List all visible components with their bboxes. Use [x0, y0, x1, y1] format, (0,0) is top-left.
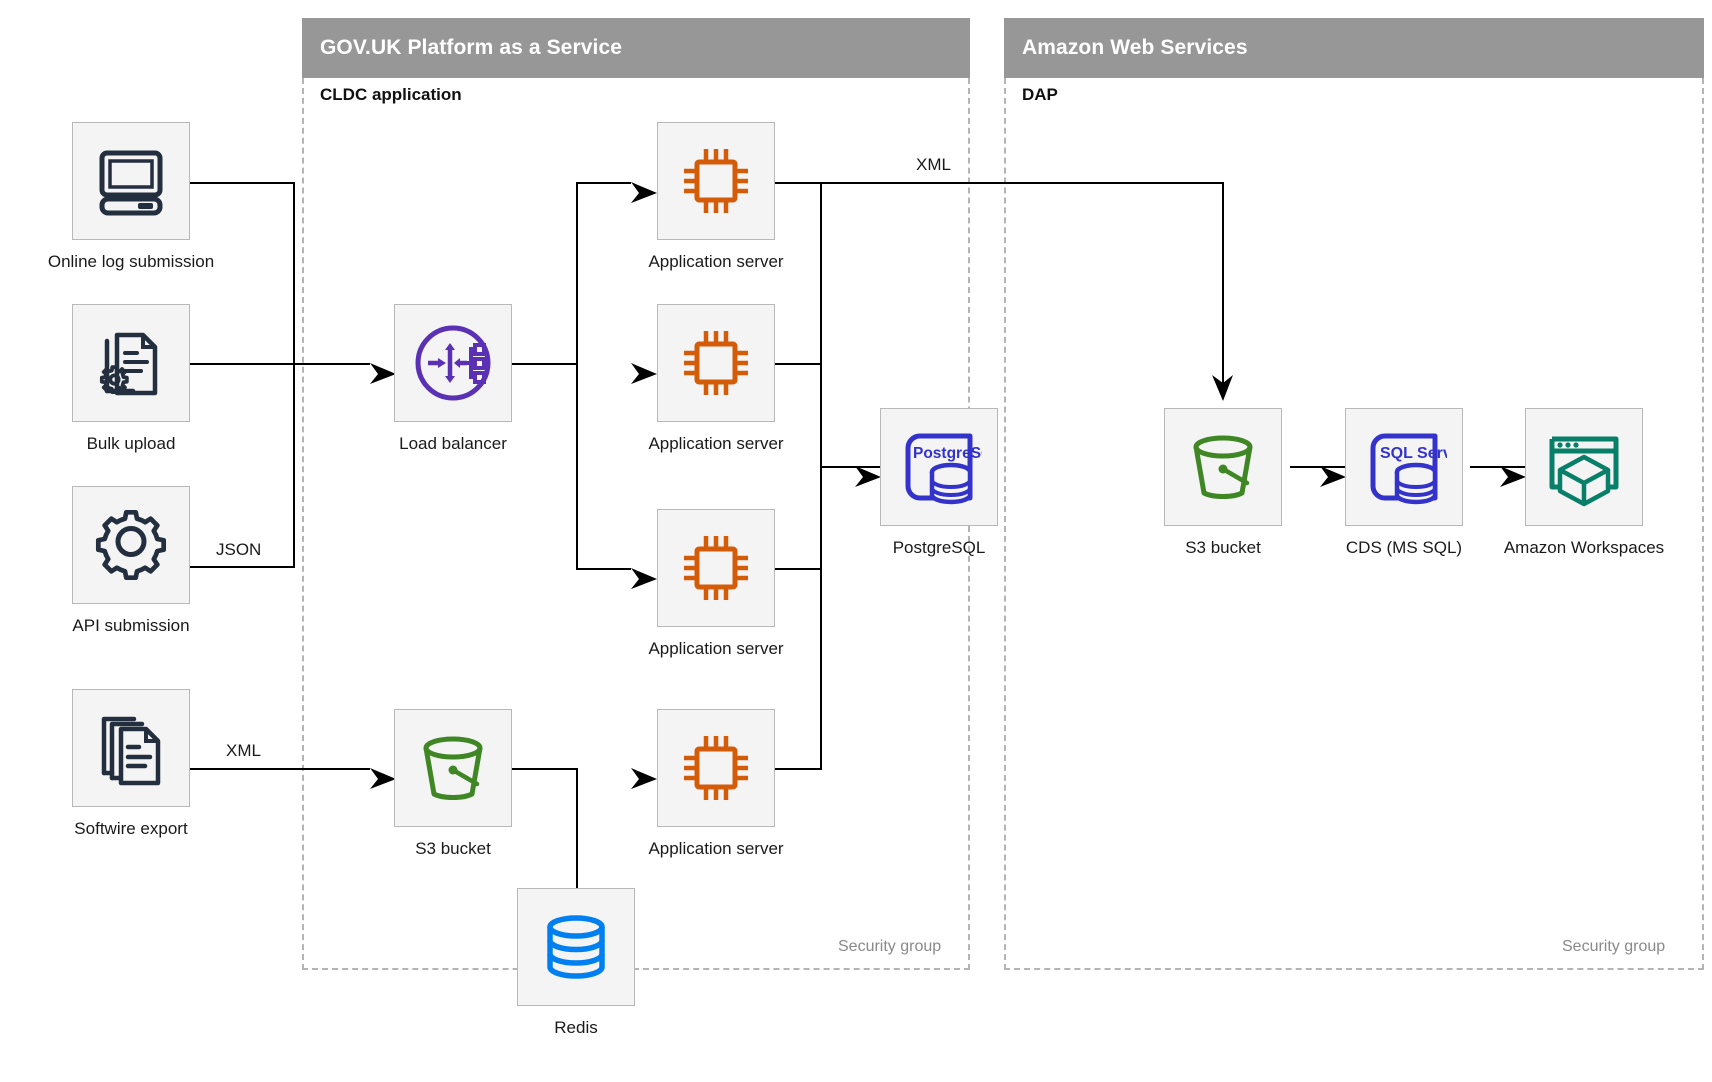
wire-bus-to-app1: [576, 182, 631, 184]
node-box-application-server-1[interactable]: [657, 122, 775, 240]
node-label-application-server-2: Application server: [648, 434, 784, 453]
sql-server-icon-text: SQL Server: [1380, 445, 1447, 462]
node-box-s3-bucket-paas[interactable]: [394, 709, 512, 827]
node-box-bulk-upload[interactable]: [72, 304, 190, 422]
zone-header-aws-label: Amazon Web Services: [1022, 36, 1248, 59]
security-group-label-aws: Security group: [1562, 938, 1666, 955]
node-box-cds-ms-sql[interactable]: SQL Server: [1345, 408, 1463, 526]
node-label-redis: Redis: [554, 1018, 598, 1037]
node-label-api-submission: API submission: [72, 616, 190, 635]
node-box-amazon-workspaces[interactable]: [1525, 408, 1643, 526]
zone-body-paas: [302, 78, 970, 970]
node-label-application-server-1: Application server: [648, 252, 784, 271]
zone-body-aws: [1004, 78, 1704, 970]
wire-xml-to-aws: [692, 182, 1224, 184]
wire-redis-vertical: [576, 768, 578, 888]
edge-label-softwire-xml: XML: [222, 741, 265, 761]
node-label-online-log-submission: Online log submission: [47, 252, 215, 271]
node-box-postgresql[interactable]: PostgreSQL: [880, 408, 998, 526]
gear-icon: [95, 509, 167, 581]
wire-xml-down-to-s3aws: [1222, 182, 1224, 384]
node-label-application-server-3: Application server: [648, 639, 784, 658]
sql-server-icon: SQL Server: [1370, 433, 1447, 505]
node-box-application-server-4[interactable]: [657, 709, 775, 827]
zone-sublabel-cldc: CLDC application: [320, 85, 462, 104]
stacked-documents-icon: [101, 716, 161, 786]
cpu-chip-icon: [684, 736, 748, 800]
node-label-postgresql: PostgreSQL: [892, 538, 986, 557]
wire-lb-to-busline: [512, 363, 577, 365]
node-label-bulk-upload: Bulk upload: [86, 434, 176, 453]
zone-header-aws: Amazon Web Services: [1004, 18, 1704, 78]
postgresql-icon-text: PostgreSQL: [913, 445, 982, 462]
node-box-api-submission[interactable]: [72, 486, 190, 604]
zone-header-paas: GOV.UK Platform as a Service: [302, 18, 970, 78]
node-box-application-server-3[interactable]: [657, 509, 775, 627]
zone-header-paas-label: GOV.UK Platform as a Service: [320, 36, 622, 59]
zone-sublabel-dap: DAP: [1022, 85, 1058, 104]
node-label-s3-bucket-aws: S3 bucket: [1185, 538, 1261, 557]
cpu-chip-icon: [684, 331, 748, 395]
wire-collector-to-postgres: [820, 466, 880, 468]
node-box-application-server-2[interactable]: [657, 304, 775, 422]
node-box-softwire-export[interactable]: [72, 689, 190, 807]
postgresql-icon: PostgreSQL: [905, 433, 982, 505]
wire-s3aws-to-cds: [1290, 466, 1345, 468]
wire-softwire-to-s3: [190, 768, 370, 770]
node-box-load-balancer[interactable]: [394, 304, 512, 422]
cpu-chip-icon: [684, 149, 748, 213]
wire-bulk-upload-to-lb: [190, 363, 370, 365]
wire-online-log-vertical: [293, 182, 295, 364]
desktop-computer-icon: [99, 150, 163, 216]
wire-online-log-to-bus: [190, 182, 295, 184]
node-label-cds-ms-sql: CDS (MS SQL): [1345, 538, 1463, 557]
node-label-softwire-export: Softwire export: [74, 819, 188, 838]
edge-label-appserver-xml: XML: [912, 155, 955, 175]
node-box-s3-bucket-aws[interactable]: [1164, 408, 1282, 526]
wire-cds-to-workspaces: [1470, 466, 1525, 468]
cpu-chip-icon: [684, 536, 748, 600]
node-label-s3-bucket-paas: S3 bucket: [415, 839, 491, 858]
wire-api-to-bus: [190, 566, 295, 568]
node-label-application-server-4: Application server: [648, 839, 784, 858]
wire-postgres-collector-bus: [820, 182, 822, 770]
node-label-load-balancer: Load balancer: [399, 434, 507, 453]
wire-api-vertical: [293, 363, 295, 568]
s3-bucket-icon: [1193, 435, 1253, 499]
redis-database-icon: [547, 915, 605, 979]
amazon-workspaces-icon: [1549, 436, 1619, 507]
node-box-redis[interactable]: [517, 888, 635, 1006]
node-label-amazon-workspaces: Amazon Workspaces: [1503, 538, 1665, 557]
wire-bus-to-app3: [576, 568, 631, 570]
node-box-online-log-submission[interactable]: [72, 122, 190, 240]
security-group-label-paas: Security group: [838, 938, 942, 955]
document-gear-icon: [99, 332, 158, 396]
load-balancer-icon: [415, 325, 491, 401]
wire-lb-distribution-bus: [576, 182, 578, 570]
s3-bucket-icon: [423, 736, 483, 800]
edge-label-json: JSON: [212, 540, 266, 560]
wire-s3-to-app4: [512, 768, 577, 770]
